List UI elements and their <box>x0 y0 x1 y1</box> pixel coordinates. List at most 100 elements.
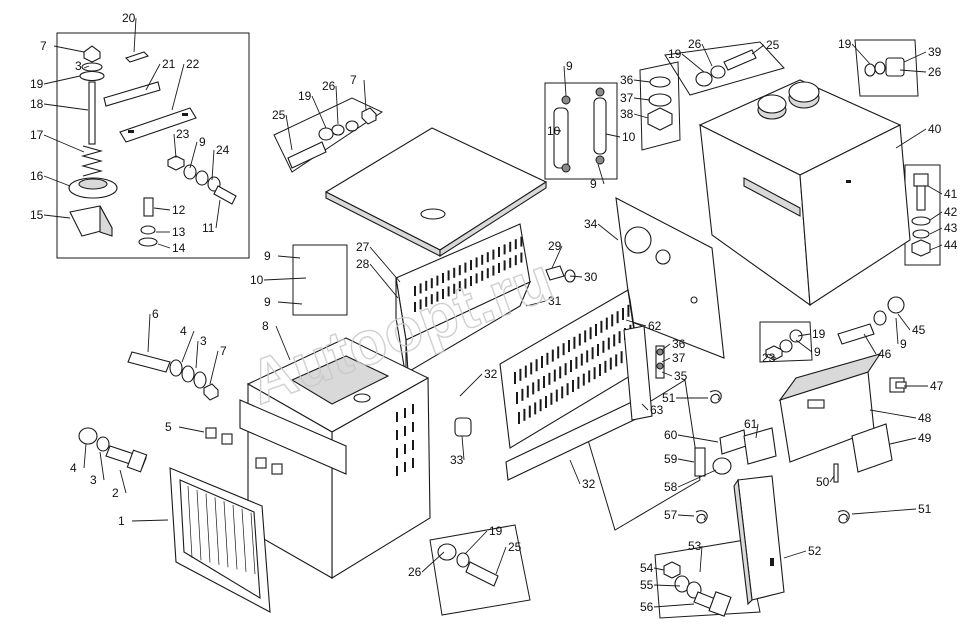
leader-25 <box>285 114 293 151</box>
strip-21 <box>103 81 161 107</box>
callout-28: 28 <box>356 257 370 271</box>
leader-33 <box>461 435 465 461</box>
mesh-slot <box>481 254 484 265</box>
leader-7 <box>363 79 367 111</box>
callout-13: 13 <box>172 225 186 239</box>
leader-37 <box>633 97 651 101</box>
spring-17 <box>80 145 104 177</box>
callout-44: 44 <box>944 238 958 252</box>
grille-bar <box>241 508 247 572</box>
inset-frame-hinge <box>587 379 701 531</box>
leader-36 <box>661 343 671 351</box>
leader-14 <box>157 243 171 249</box>
panel-slot <box>616 311 619 324</box>
callout-24: 24 <box>216 143 230 157</box>
callout-55: 55 <box>640 578 654 592</box>
grille-bar <box>214 497 220 565</box>
leader-26 <box>335 85 339 125</box>
panel-slot <box>609 357 612 370</box>
mesh-slot <box>509 257 512 268</box>
panel-slot <box>551 349 554 362</box>
leader-26 <box>899 69 927 73</box>
washers-23-9-19 <box>765 329 803 361</box>
panel-slot <box>591 347 594 360</box>
panel-slot <box>599 364 601 376</box>
panel-slot <box>580 353 583 366</box>
panel-slot <box>553 369 556 382</box>
leader-25 <box>495 546 507 575</box>
grille-bar <box>223 501 229 568</box>
panel-slot <box>518 412 520 424</box>
housing-vent <box>396 430 398 440</box>
leader-41 <box>927 185 943 195</box>
leader-26 <box>421 551 445 573</box>
panel-slot <box>561 386 564 399</box>
leader-55 <box>653 584 681 587</box>
callout-33: 33 <box>450 453 464 467</box>
callout-11: 11 <box>202 221 215 235</box>
mesh-slot <box>425 296 428 307</box>
bolt-lower-left <box>78 427 148 473</box>
callout-41: 41 <box>944 187 958 201</box>
hood-bolt-right <box>864 57 905 77</box>
latch-parts <box>553 87 607 173</box>
grille-bar <box>196 489 202 561</box>
leader-61 <box>755 423 759 439</box>
leader-32 <box>569 459 581 485</box>
callout-32: 32 <box>484 367 498 381</box>
callout-12: 12 <box>172 203 186 217</box>
callout-36: 36 <box>620 73 634 87</box>
callout-62: 62 <box>648 319 662 333</box>
leader-6 <box>147 313 151 353</box>
leader-24 <box>211 149 215 181</box>
panel-slot <box>543 376 545 388</box>
nut-7 <box>83 45 101 63</box>
callout-7: 7 <box>350 73 357 87</box>
leader-9 <box>277 301 303 305</box>
bolt-bottom <box>663 561 732 617</box>
bolt-12 <box>143 197 154 217</box>
leader-57 <box>677 514 695 517</box>
callout-26: 26 <box>928 65 942 79</box>
leader-7 <box>209 350 219 385</box>
leader-53 <box>699 545 703 573</box>
leader-12 <box>153 207 171 211</box>
callout-31: 31 <box>548 294 562 308</box>
leader-10 <box>605 133 621 138</box>
leader-17 <box>43 134 85 153</box>
callout-5: 5 <box>165 420 172 434</box>
panel-slot <box>528 405 531 418</box>
callout-39: 39 <box>928 45 942 59</box>
mesh-slot <box>470 260 472 270</box>
leader-2 <box>119 469 127 494</box>
bolt-right-mid <box>837 296 905 345</box>
leader-49 <box>889 437 917 445</box>
panel-slot <box>566 383 569 396</box>
callout-26: 26 <box>408 565 422 579</box>
callout-9: 9 <box>566 59 573 73</box>
hood-bolt-top <box>695 49 757 87</box>
housing-vent <box>404 408 406 418</box>
panel-slot <box>593 367 596 380</box>
callout-8: 8 <box>262 319 269 333</box>
mesh-slot <box>486 268 489 279</box>
damper-assembly <box>68 45 237 247</box>
leader-23 <box>173 133 177 159</box>
callout-15: 15 <box>30 208 44 222</box>
callout-59: 59 <box>664 452 678 466</box>
panel-slot <box>588 370 591 383</box>
inset-frame-damper <box>56 32 250 259</box>
mesh-slot <box>430 278 433 289</box>
mesh-slot <box>520 236 523 247</box>
inset-frame-latches <box>544 82 618 180</box>
bolt-25-top <box>287 141 327 169</box>
callout-54: 54 <box>640 561 654 575</box>
mesh-slot <box>419 283 422 294</box>
leader-9 <box>189 141 198 169</box>
panel-slot <box>568 340 570 352</box>
callout-46: 46 <box>878 347 892 361</box>
callout-3: 3 <box>90 473 97 487</box>
leader-19 <box>311 95 327 129</box>
housing-vent <box>404 426 406 436</box>
